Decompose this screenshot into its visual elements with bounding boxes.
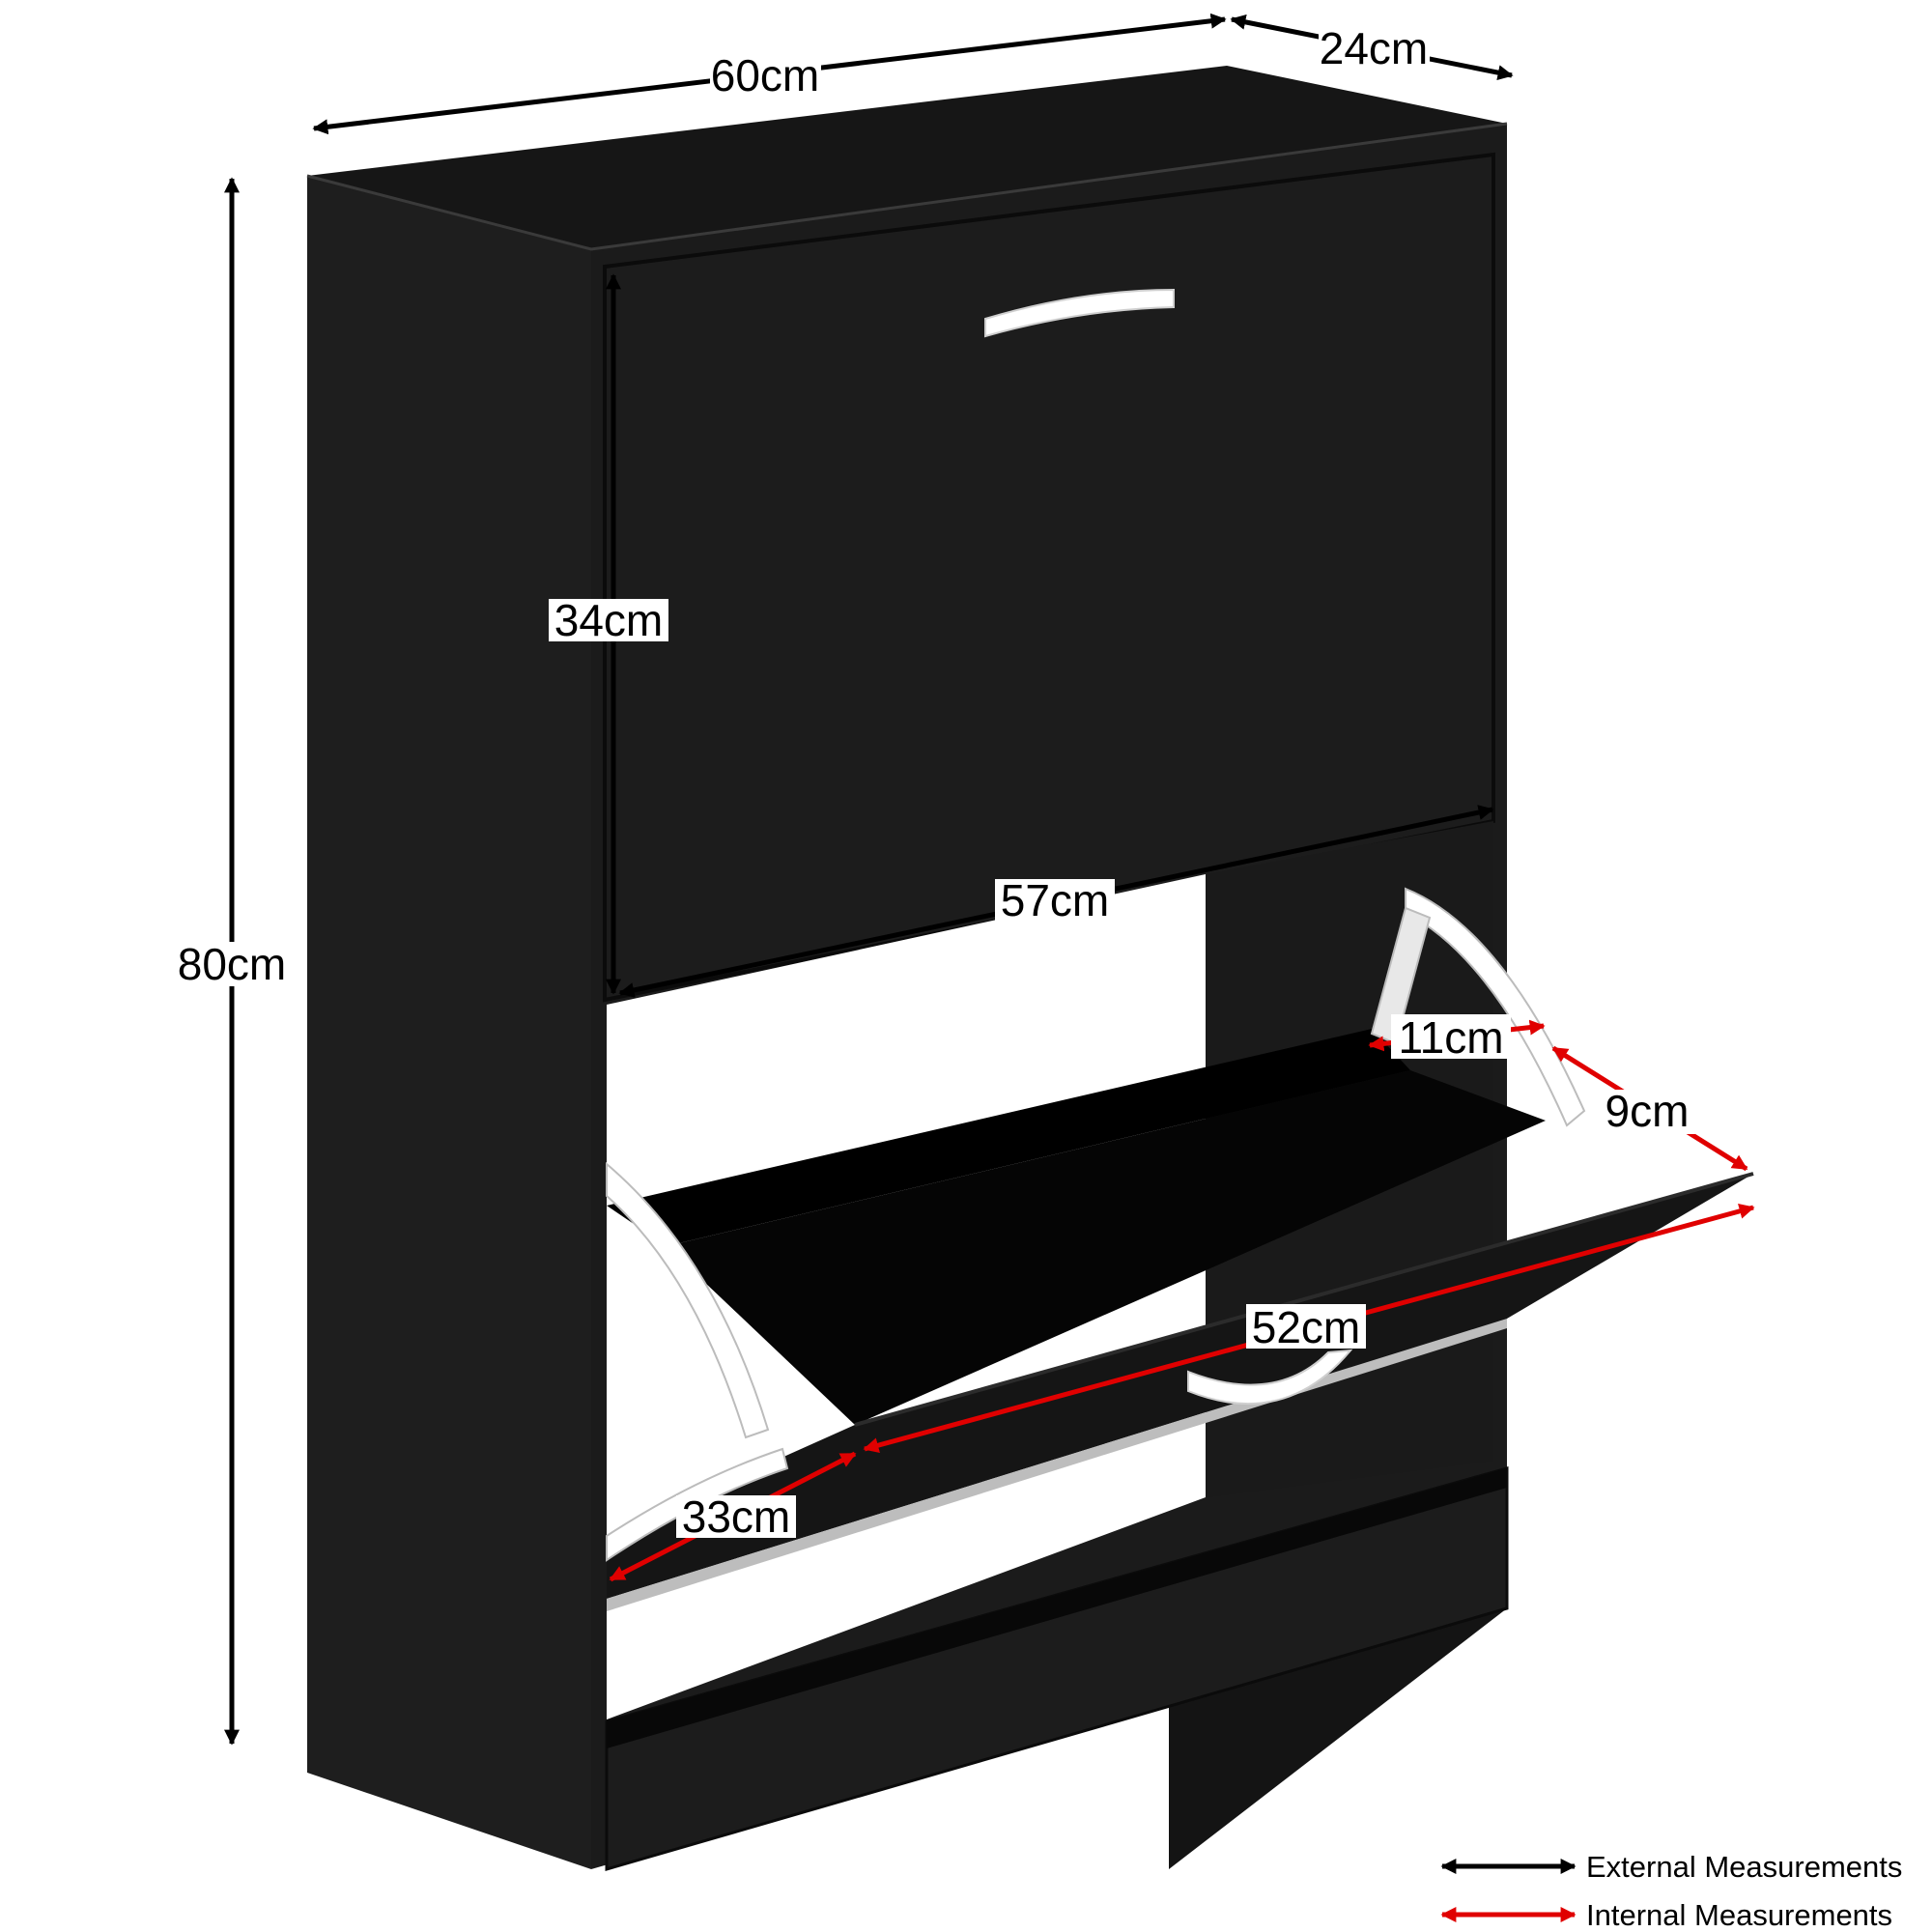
depth-label-bg <box>1319 27 1430 71</box>
left-pivot-bracket-icon <box>606 1161 770 1439</box>
height-label-bg <box>172 942 292 986</box>
door-height-label: 34cm <box>554 595 663 645</box>
legend: External Measurements Internal Measureme… <box>1440 1850 1902 1932</box>
cabinet-front-face <box>307 176 591 1869</box>
drawer-inner-back <box>607 1029 1410 1246</box>
door-width-label: 57cm <box>1001 875 1109 925</box>
bin-depth-label: 9cm <box>1605 1086 1690 1136</box>
bin-width-label: 11cm <box>1398 1012 1503 1063</box>
bin-depth-label-bg <box>1599 1090 1695 1134</box>
drawer-depth-label: 33cm <box>682 1492 790 1542</box>
door-width-label-bg <box>995 879 1115 922</box>
dimension-labels: 60cm 24cm 80cm 34cm 57cm 11cm 9cm 52cm 3… <box>172 23 1695 1542</box>
legend-external-label: External Measurements <box>1586 1850 1902 1884</box>
depth-label: 24cm <box>1320 23 1428 73</box>
drawer-depth-label-bg <box>676 1495 796 1538</box>
plinth-top-shadow <box>607 1468 1507 1748</box>
upper-door-handle-icon <box>984 288 1175 338</box>
drawer-width-label: 52cm <box>1252 1302 1360 1352</box>
height-label: 80cm <box>178 939 286 989</box>
legend-internal-label: Internal Measurements <box>1586 1898 1892 1932</box>
door-height-label-bg <box>549 599 668 641</box>
width-label-bg <box>710 53 821 98</box>
width-label: 60cm <box>711 50 819 100</box>
bin-width-label-bg <box>1391 1014 1511 1059</box>
drawer-width-label-bg <box>1246 1304 1366 1349</box>
cabinet-top-edge <box>306 122 1508 251</box>
